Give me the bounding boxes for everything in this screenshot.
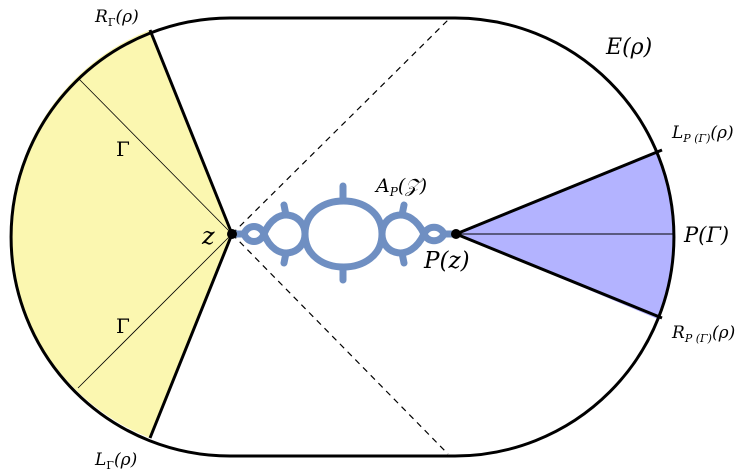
right-sector-p-gamma	[456, 150, 674, 320]
label-r-gamma: RΓ(ρ)	[94, 7, 139, 29]
gamma-ray-bottom	[77, 233, 233, 389]
ray-l-p-gamma	[455, 148, 663, 236]
fractal-left-bulb	[260, 211, 309, 257]
point-z	[227, 229, 237, 239]
label-e-rho: E(ρ)	[605, 35, 652, 60]
dashed-line-upper	[231, 19, 449, 235]
gamma-ray-top	[77, 77, 233, 235]
fractal-far-left-bulb	[240, 223, 268, 245]
label-p-z: P(z)	[423, 248, 470, 274]
ray-l-gamma	[148, 233, 234, 439]
fractal-a-p-z	[228, 182, 460, 284]
fractal-right-bottom-spike	[398, 249, 408, 267]
fractal-left-top-spike	[280, 201, 290, 219]
label-p-gamma: P(Γ)	[683, 223, 729, 247]
dashed-line-lower	[231, 233, 449, 455]
ray-r-p-gamma	[455, 232, 663, 320]
fractal-left-bottom-spike	[280, 249, 290, 267]
label-r-p-gamma: RP (Γ)(ρ)	[671, 323, 735, 345]
fractal-right-bulb	[378, 211, 428, 257]
label-gamma-top: Γ	[116, 137, 130, 161]
fractal-main-bulb	[301, 197, 386, 271]
left-sector-gamma	[10, 30, 233, 438]
label-gamma-bottom: Γ	[116, 314, 130, 338]
fractal-right-top-spike	[398, 201, 408, 219]
ray-r-gamma	[148, 29, 234, 235]
label-z: z	[201, 222, 215, 250]
label-a-p-z: AP(𝒵)	[374, 175, 427, 199]
label-l-gamma: LΓ(ρ)	[94, 450, 137, 472]
label-l-p-gamma: LP (Γ)(ρ)	[671, 123, 734, 145]
stadium-curve-e-rho	[9, 16, 676, 458]
point-p-z	[451, 229, 461, 239]
